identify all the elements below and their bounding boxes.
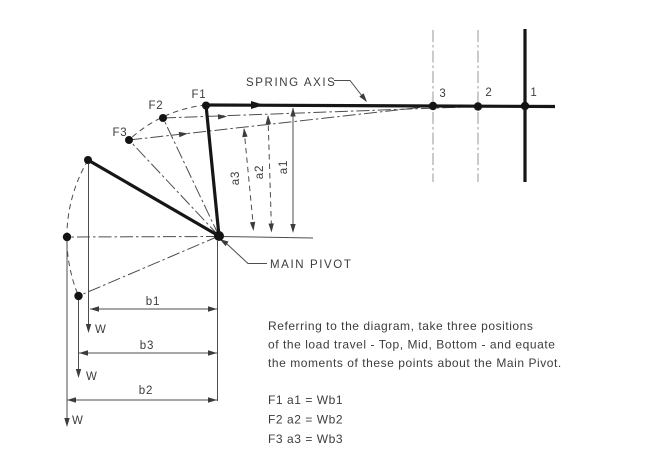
position-2-label: 2 xyxy=(485,87,492,99)
b-dimensions xyxy=(67,241,218,403)
b1-left-arrowhead-icon xyxy=(90,306,99,312)
dimension-b1-label: b1 xyxy=(146,296,160,308)
pivot-arm-load xyxy=(87,158,220,238)
dimension-b2-label: b2 xyxy=(139,385,153,397)
b1-right-arrowhead-icon xyxy=(208,306,217,312)
dimension-b3-label: b3 xyxy=(140,340,154,352)
a1-top-arrowhead-icon xyxy=(290,107,296,117)
b2-right-arrowhead-icon xyxy=(208,397,217,403)
main-pivot-label: MAIN PIVOT xyxy=(270,259,352,271)
weight-label-1: W xyxy=(95,324,107,336)
joint-f1 xyxy=(202,101,210,110)
joint-load-bottom xyxy=(74,291,83,301)
force-f3-label: F3 xyxy=(112,127,127,139)
joint-f3 xyxy=(125,136,133,144)
force-f1-label: F1 xyxy=(191,89,206,101)
force-f2-label: F2 xyxy=(148,100,163,112)
spring-axis-position-lines xyxy=(128,105,479,141)
dimension-a2-line xyxy=(267,115,272,231)
radius-to-mid-load xyxy=(66,236,220,238)
a3-bottom-arrowhead-icon xyxy=(249,221,257,232)
equation-3: F3 a3 = Wb3 xyxy=(268,432,343,446)
note-line-2: of the load travel - Top, Mid, Bottom - … xyxy=(268,338,555,352)
equation-2: F2 a2 = Wb2 xyxy=(268,413,343,427)
structure-lines xyxy=(87,29,556,238)
spring-axis-position-2-line xyxy=(162,106,479,119)
weight-arrow-3-icon xyxy=(75,369,82,378)
spring-axis-line xyxy=(205,103,556,109)
joint-position-3 xyxy=(428,101,438,111)
force-f1-arrowhead-icon xyxy=(251,101,264,109)
joint-f2 xyxy=(159,114,167,122)
dimension-a2-label: a2 xyxy=(254,165,266,179)
main-pivot-leader xyxy=(226,243,267,264)
note-paragraph: Referring to the diagram, take three pos… xyxy=(268,319,562,370)
a2-bottom-arrowhead-icon xyxy=(268,223,275,233)
dimension-a3-label: a3 xyxy=(230,171,242,185)
load-lines xyxy=(64,164,92,427)
pivot-arm-upper xyxy=(204,104,221,237)
weight-arrow-1-icon xyxy=(85,324,92,333)
joint-load-top xyxy=(84,156,92,164)
radius-to-bottom-load xyxy=(78,235,220,297)
b3-left-arrowhead-icon xyxy=(79,350,88,356)
diagram-labels: SPRING AXIS MAIN PIVOT F1 F2 F3 3 2 1 a3… xyxy=(72,77,537,427)
load-travel-arc xyxy=(66,159,89,297)
radius-to-f2 xyxy=(162,117,220,237)
a-dimensions xyxy=(221,107,314,239)
b3-right-arrowhead-icon xyxy=(208,350,217,356)
a3-top-arrowhead-icon xyxy=(241,127,248,138)
position-1-label: 1 xyxy=(530,87,537,99)
a1-bottom-arrowhead-icon xyxy=(290,224,296,233)
joint-dots xyxy=(62,101,530,301)
a2-top-arrowhead-icon xyxy=(265,114,272,125)
weight-label-2: W xyxy=(72,415,84,427)
spring-axis-label: SPRING AXIS xyxy=(246,77,336,89)
equation-1: F1 a1 = Wb1 xyxy=(268,393,343,407)
a-dimension-baseline xyxy=(221,236,314,239)
joint-position-1 xyxy=(520,101,530,111)
force-f3-arrowhead-icon xyxy=(178,130,189,138)
station-centerlines xyxy=(432,30,479,182)
spring-axis-leader xyxy=(334,80,367,102)
dimension-a1-label: a1 xyxy=(278,160,290,174)
spring-eye-travel-arc xyxy=(128,104,207,141)
leader-lines xyxy=(218,80,370,264)
dimension-a3-line xyxy=(243,128,254,229)
moment-equations: F1 a1 = Wb1 F2 a2 = Wb2 F3 a3 = Wb3 xyxy=(268,393,343,446)
radius-to-f3 xyxy=(128,139,220,237)
joint-position-2 xyxy=(473,102,483,111)
b2-left-arrowhead-icon xyxy=(67,397,76,403)
force-f2-arrowhead-icon xyxy=(217,113,228,120)
weight-label-3: W xyxy=(86,371,98,383)
spring-axis-position-3-line xyxy=(128,105,434,141)
weight-arrow-2-icon xyxy=(64,418,70,427)
note-line-3: the moments of these points about the Ma… xyxy=(268,356,562,370)
joint-load-mid xyxy=(62,232,72,242)
pivot-radius-lines xyxy=(66,117,220,297)
note-line-1: Referring to the diagram, take three pos… xyxy=(268,319,533,333)
position-3-label: 3 xyxy=(439,88,446,100)
main-pivot-joint xyxy=(214,231,224,241)
